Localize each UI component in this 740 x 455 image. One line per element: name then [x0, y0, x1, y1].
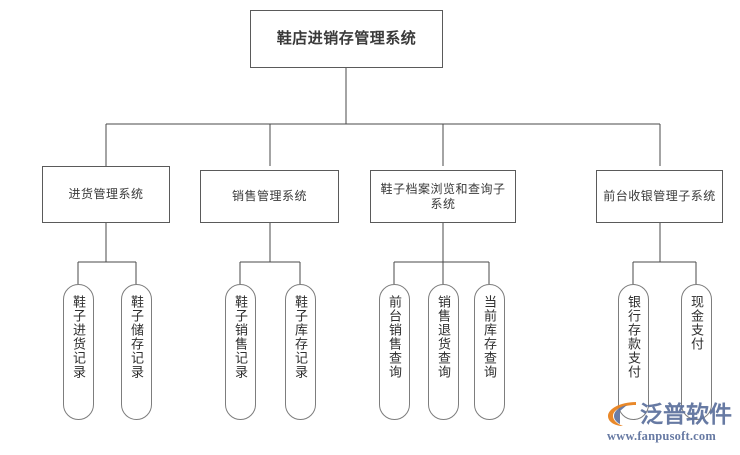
- leaf-frontdesk-sales-query-label: 前台销售查询: [387, 295, 402, 379]
- leaf-shoe-inventory-record-label: 鞋子库存记录: [293, 295, 308, 379]
- leaf-current-inventory-query-label: 当前库存查询: [482, 295, 497, 379]
- leaf-shoe-storage-record[interactable]: 鞋子储存记录: [121, 284, 152, 420]
- node-subsystem-sales-label: 销售管理系统: [231, 189, 307, 203]
- leaf-sales-return-query[interactable]: 销售退货查询: [428, 284, 459, 420]
- leaf-shoe-inventory-record[interactable]: 鞋子库存记录: [285, 284, 316, 420]
- node-subsystem-purchasing[interactable]: 进货管理系统: [42, 166, 170, 223]
- node-root-label: 鞋店进销存管理系统: [276, 30, 417, 47]
- leaf-shoe-sales-record[interactable]: 鞋子销售记录: [225, 284, 256, 420]
- leaf-shoe-purchase-record[interactable]: 鞋子进货记录: [63, 284, 94, 420]
- leaf-cash-payment[interactable]: 现金支付: [681, 284, 712, 420]
- node-subsystem-sales[interactable]: 销售管理系统: [200, 170, 339, 223]
- leaf-shoe-sales-record-label: 鞋子销售记录: [233, 295, 248, 379]
- leaf-bank-deposit-payment[interactable]: 银行存款支付: [618, 284, 649, 420]
- node-root[interactable]: 鞋店进销存管理系统: [250, 10, 443, 68]
- node-subsystem-archive-query[interactable]: 鞋子档案浏览和查询子系统: [370, 170, 516, 223]
- leaf-frontdesk-sales-query[interactable]: 前台销售查询: [379, 284, 410, 420]
- node-subsystem-archive-query-label: 鞋子档案浏览和查询子系统: [380, 181, 506, 211]
- node-subsystem-frontdesk-cashier-label: 前台收银管理子系统: [603, 189, 716, 203]
- leaf-shoe-purchase-record-label: 鞋子进货记录: [71, 295, 86, 379]
- node-subsystem-frontdesk-cashier[interactable]: 前台收银管理子系统: [596, 170, 723, 223]
- leaf-sales-return-query-label: 销售退货查询: [436, 295, 451, 379]
- leaf-shoe-storage-record-label: 鞋子储存记录: [129, 295, 144, 379]
- leaf-bank-deposit-payment-label: 银行存款支付: [626, 295, 641, 379]
- node-subsystem-purchasing-label: 进货管理系统: [68, 187, 144, 201]
- leaf-current-inventory-query[interactable]: 当前库存查询: [474, 284, 505, 420]
- leaf-cash-payment-label: 现金支付: [689, 295, 704, 351]
